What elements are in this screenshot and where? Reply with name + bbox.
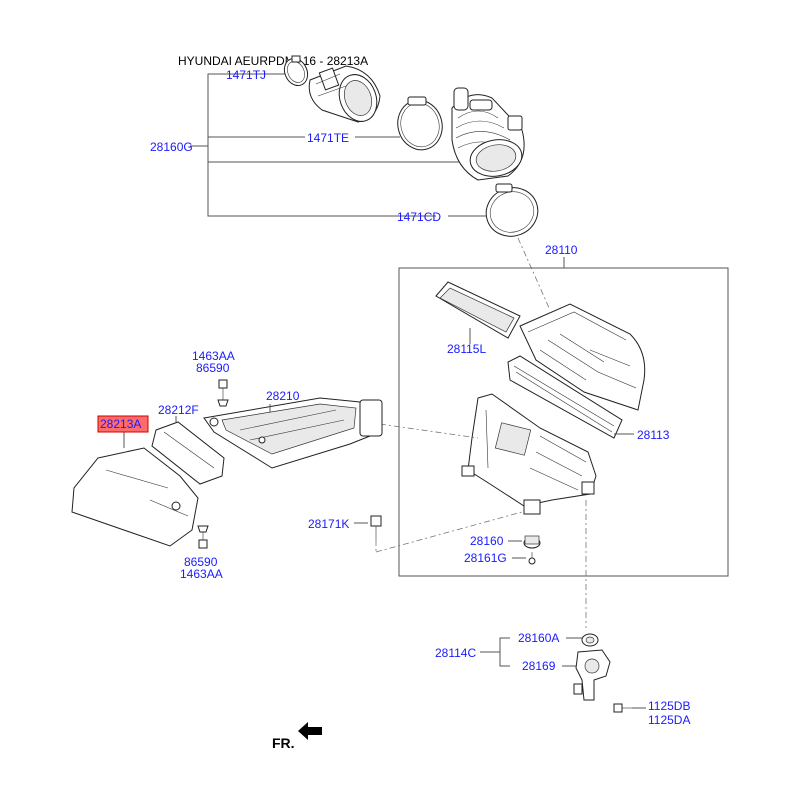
- label-1125db: 1125DB: [648, 699, 690, 713]
- filter-element-28113: [507, 355, 634, 439]
- dash-guide-clamp: [517, 237, 551, 311]
- bolt-28171k: [354, 511, 523, 553]
- grommet-28160: [508, 535, 541, 549]
- label-1471cd: 1471CD: [397, 210, 441, 224]
- intake-duct-top: [308, 65, 381, 123]
- hose-clamp-1471tj: [283, 55, 309, 87]
- label-28169: 28169: [522, 659, 556, 673]
- bolt-1463aa-top: [217, 379, 229, 407]
- resonator-cover-28213a: [71, 432, 199, 547]
- label-28110: 28110: [545, 243, 578, 257]
- label-28114c: 28114C: [435, 646, 476, 660]
- dash-guide-duct: [379, 423, 479, 439]
- label-28171k: 28171K: [308, 517, 349, 531]
- hose-clamp-1471te: [397, 96, 443, 151]
- label-1471te: 1471TE: [307, 131, 349, 145]
- label-28115l: 28115L: [447, 342, 486, 356]
- label-28160: 28160: [470, 534, 504, 548]
- leader-lines-28114c: [480, 637, 584, 667]
- air-cleaner-box-frame: [398, 257, 729, 577]
- air-duct-28210: [203, 397, 383, 469]
- label-28161g: 28161G: [464, 551, 507, 565]
- bolt-1125db: [613, 703, 646, 713]
- grommet-28160a: [581, 633, 599, 647]
- hose-clamp-1471cd: [485, 183, 539, 237]
- front-direction-label: FR.: [272, 735, 295, 751]
- label-1463aa-top: 1463AA: [192, 349, 235, 363]
- label-1471tj: 1471TJ: [226, 68, 266, 82]
- label-28213a-highlighted: 28213A: [97, 415, 149, 433]
- label-1463aa-bottom: 1463AA: [180, 567, 223, 581]
- air-cleaner-upper-housing: [519, 303, 646, 411]
- resonator-part-28212f: [151, 416, 225, 485]
- mounting-bracket-28169: [573, 649, 611, 701]
- label-28160g: 28160G: [150, 140, 193, 154]
- diagram-title: HYUNDAI AEURPDMA16 - 28213A: [178, 54, 368, 68]
- front-direction-indicator: FR.: [272, 722, 322, 751]
- label-28210: 28210: [266, 389, 300, 403]
- label-28212f: 28212F: [158, 403, 199, 417]
- bolt-1463aa-bottom: [197, 525, 209, 549]
- label-28160a: 28160A: [518, 631, 559, 645]
- cleaner-cover-28115l: [435, 281, 521, 344]
- label-1125da: 1125DA: [648, 713, 690, 727]
- label-28213a: 28213A: [100, 417, 141, 431]
- bolt-28161g: [512, 552, 536, 565]
- label-28113: 28113: [637, 428, 670, 442]
- front-arrow-icon: [298, 722, 322, 740]
- intake-hose-bellows: [451, 87, 525, 181]
- air-cleaner-lower-housing: [461, 393, 597, 515]
- label-86590-top: 86590: [196, 361, 230, 375]
- leader-lines-28160g: [190, 73, 488, 217]
- label-86590-bottom: 86590: [184, 555, 218, 569]
